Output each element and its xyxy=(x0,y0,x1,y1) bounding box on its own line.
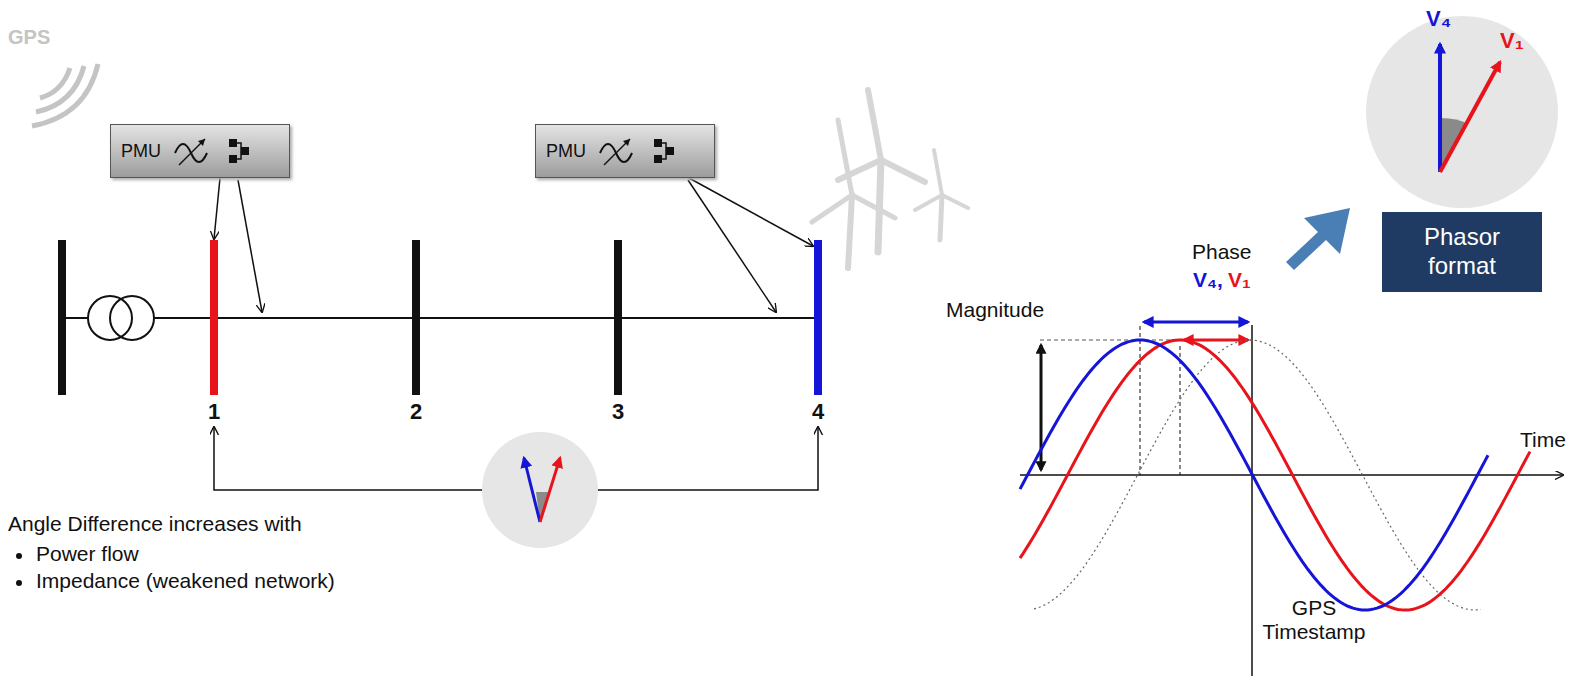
phasor-v4 xyxy=(524,458,540,522)
measure-arrow xyxy=(688,180,776,312)
phasor-name: V₁ xyxy=(1500,28,1524,53)
bus-bar: 1 xyxy=(202,240,226,423)
network-symbol xyxy=(662,143,666,159)
line xyxy=(66,317,88,319)
phasor-name: V₄ xyxy=(1426,6,1451,31)
network-symbol xyxy=(229,155,237,163)
phasor-symbol xyxy=(179,139,205,165)
bus-bar-fill xyxy=(412,240,420,395)
connector-arrow xyxy=(689,178,813,246)
phasor-v4 xyxy=(1438,44,1442,172)
bus-bar-fill xyxy=(614,240,622,395)
bus-bar: 3 xyxy=(606,240,630,423)
axis-label: Phase xyxy=(1192,240,1252,264)
gps-waves xyxy=(32,64,98,126)
box-label: Phasor format xyxy=(1392,223,1532,281)
turbine-tower xyxy=(848,195,852,268)
network-symbol xyxy=(654,155,662,163)
turbine-blades xyxy=(838,90,925,182)
bus-number: 3 xyxy=(612,401,624,423)
gps-watermark: GPS xyxy=(8,26,50,49)
network-symbol xyxy=(654,139,662,147)
bus-bar: 4 xyxy=(806,240,830,423)
wave-v4 xyxy=(1020,340,1488,610)
phasor-symbol xyxy=(198,139,205,146)
turbine-tower xyxy=(940,195,942,240)
transformer-winding xyxy=(110,296,154,340)
phase-arrow-v4 xyxy=(1144,321,1248,324)
network-symbol xyxy=(666,147,674,155)
phasor-format-box: Phasor format xyxy=(1382,212,1542,292)
phasor-symbol xyxy=(623,139,630,146)
bus-number: 2 xyxy=(410,401,422,423)
note-heading: Angle Difference increases with xyxy=(8,512,302,536)
wind-turbines xyxy=(812,90,968,268)
block-arrow xyxy=(1286,208,1350,270)
timestamp-label: GPS Timestamp xyxy=(1258,596,1370,644)
gps-wave xyxy=(40,68,70,98)
bus-bar-fill xyxy=(814,240,822,395)
connector-arrow xyxy=(214,178,220,239)
network-symbol xyxy=(237,143,241,159)
signal-name: V₁ xyxy=(1228,268,1251,292)
line-section xyxy=(218,317,412,319)
phasor-circle xyxy=(482,432,598,548)
bus-number: 4 xyxy=(812,401,824,423)
signal-name: V₄, xyxy=(1193,268,1223,292)
wave-v1 xyxy=(1020,340,1530,610)
device-label: PMU xyxy=(546,141,586,162)
bullet xyxy=(16,553,22,559)
bus-bar-fill xyxy=(210,240,218,395)
waveforms xyxy=(1020,340,1530,610)
peak-guide xyxy=(1140,326,1141,475)
peak-guide xyxy=(1180,346,1181,475)
phasor-v1 xyxy=(540,458,560,522)
pmu-box: PMU xyxy=(110,124,290,178)
bus-number: 1 xyxy=(208,401,220,423)
axis-label: Magnitude xyxy=(946,298,1044,322)
device-label: PMU xyxy=(121,141,161,162)
line-section xyxy=(420,317,614,319)
network-symbol xyxy=(241,147,249,155)
bullet-item: Power flow xyxy=(36,542,139,566)
axis-label: Time xyxy=(1520,428,1566,452)
phasor-v1 xyxy=(1440,62,1500,172)
reference-wave xyxy=(1034,340,1481,610)
timestamp-line xyxy=(1251,325,1253,676)
pmu-icon xyxy=(171,131,261,171)
pmu-icon xyxy=(596,131,686,171)
gps-wave xyxy=(32,64,98,126)
turbine-tower xyxy=(878,160,881,252)
bullet xyxy=(16,580,22,586)
phasor-circle xyxy=(1366,16,1558,208)
source-bus xyxy=(58,240,66,395)
line-section xyxy=(622,317,814,319)
bus-bar: 2 xyxy=(404,240,428,423)
measure-arrow xyxy=(238,180,262,312)
pmu-box: PMU xyxy=(535,124,715,178)
network-symbol xyxy=(229,139,237,147)
turbine-blades xyxy=(915,150,968,210)
phasor-symbol xyxy=(604,139,630,165)
bullet-item: Impedance (weakened network) xyxy=(36,569,335,593)
line xyxy=(154,317,210,319)
